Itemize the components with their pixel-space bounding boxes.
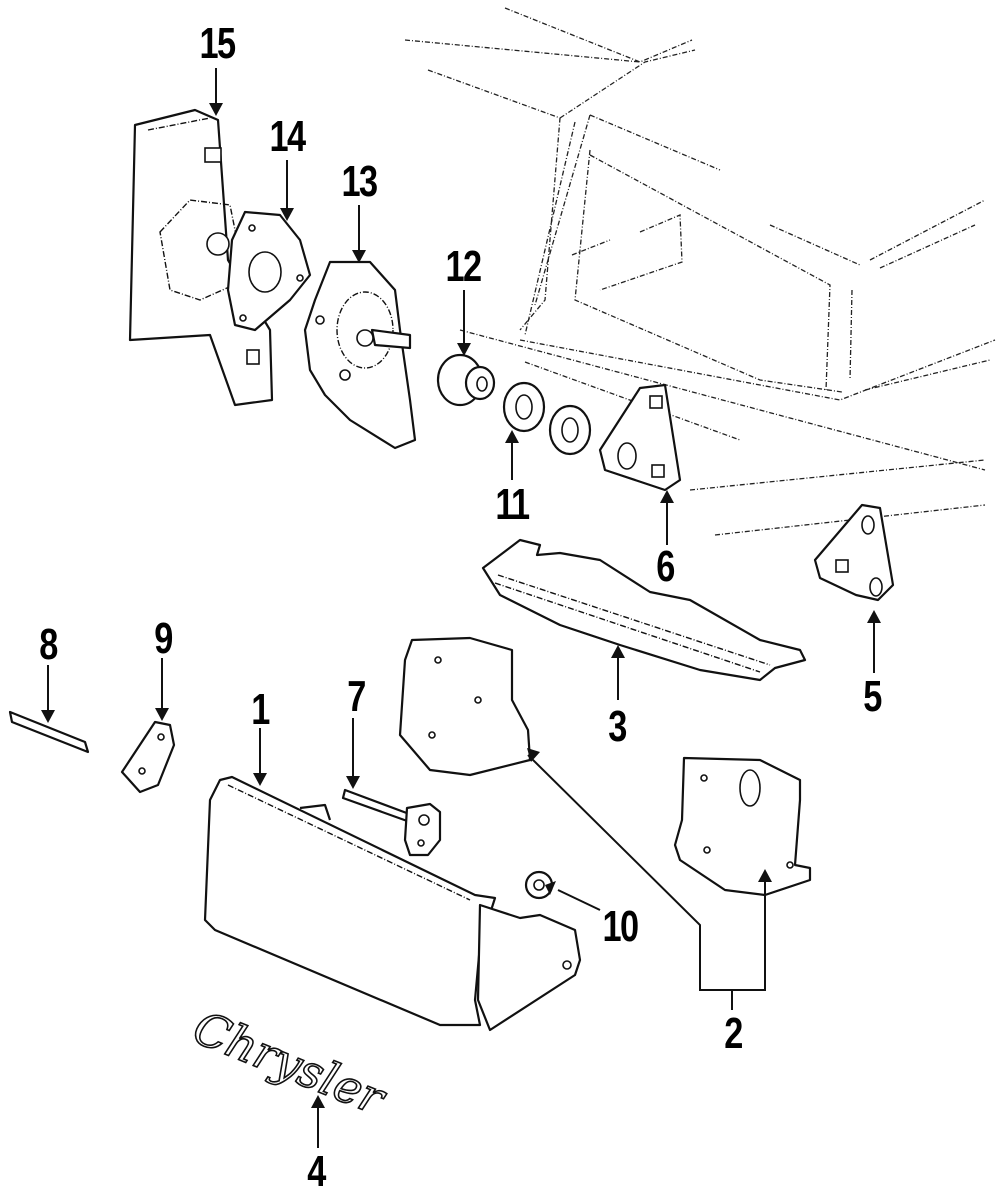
callout-9: 9	[154, 614, 173, 663]
part-8-pin	[8, 710, 90, 754]
callout-7: 7	[347, 672, 366, 721]
callout-11: 11	[495, 480, 530, 529]
part-7-pivot-shaft	[341, 788, 442, 857]
part-3-support	[481, 538, 807, 682]
callout-8: 8	[39, 620, 58, 669]
callout-3: 3	[608, 702, 627, 751]
part-5-bracket-right	[813, 503, 895, 602]
callout-4: 4	[307, 1147, 326, 1196]
callout-6: 6	[656, 542, 675, 591]
part-15-mounting-bracket	[128, 108, 274, 407]
callout-1: 1	[251, 685, 270, 734]
part-6-bracket-left	[598, 383, 682, 492]
part-14-motor-plate	[226, 210, 312, 332]
part-11-bushing	[502, 381, 592, 456]
part-12-grommet	[436, 353, 496, 407]
callout-2: 2	[724, 1009, 743, 1058]
part-9-link-bracket	[120, 720, 176, 794]
part-4-chrysler-emblem: Chrysler	[185, 999, 395, 1127]
emblem-text: Chrysler	[186, 1000, 395, 1126]
part-1-headlamp-door	[203, 775, 582, 1032]
part-13-motor	[303, 260, 417, 450]
callout-12: 12	[445, 242, 482, 291]
callout-14: 14	[269, 112, 306, 161]
part-2-door-bracket-upper	[398, 636, 532, 777]
callout-15: 15	[199, 19, 236, 68]
callout-5: 5	[863, 672, 882, 721]
callout-10: 10	[602, 902, 639, 951]
part-2-door-bracket-lower	[673, 756, 812, 897]
leader-lines	[41, 68, 881, 1148]
callout-13: 13	[341, 157, 378, 206]
